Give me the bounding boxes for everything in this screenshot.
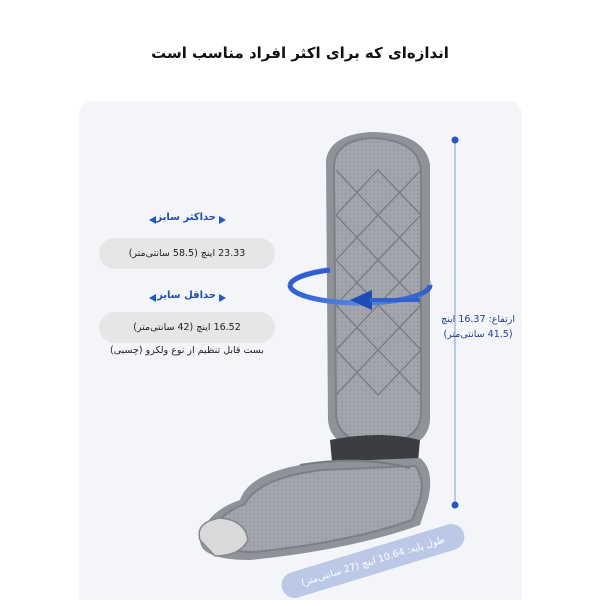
circular-arrow-icon [350, 290, 372, 310]
boot-foot [198, 458, 431, 560]
triangle-right-icon [219, 216, 226, 224]
height-label: ارتفاع: 16.37 اینچ [441, 314, 515, 325]
max-size-value: 23.33 اینچ (58.5 سانتی‌متر) [99, 238, 275, 269]
triangle-right-icon [219, 294, 226, 302]
max-size-label: حداکثر سایز [156, 212, 216, 223]
height-value: (41.5 سانتی‌متر) [443, 329, 513, 340]
triangle-left-icon [149, 294, 156, 302]
vertical-measure-line-icon [451, 136, 459, 509]
height-measurement: ارتفاع: 16.37 اینچ (41.5 سانتی‌متر) [436, 312, 520, 342]
page-headline: اندازه‌ای که برای اکثر افراد مناسب است [151, 44, 449, 62]
closure-note: بست قابل تنظیم از نوع ولکرو (چسبی) [110, 345, 264, 356]
triangle-left-icon [149, 216, 156, 224]
min-size-label: حداقل سایز [157, 290, 216, 301]
min-size-value: 16.52 اینچ (42 سانتی‌متر) [99, 312, 275, 343]
boot-shaft [326, 132, 430, 466]
